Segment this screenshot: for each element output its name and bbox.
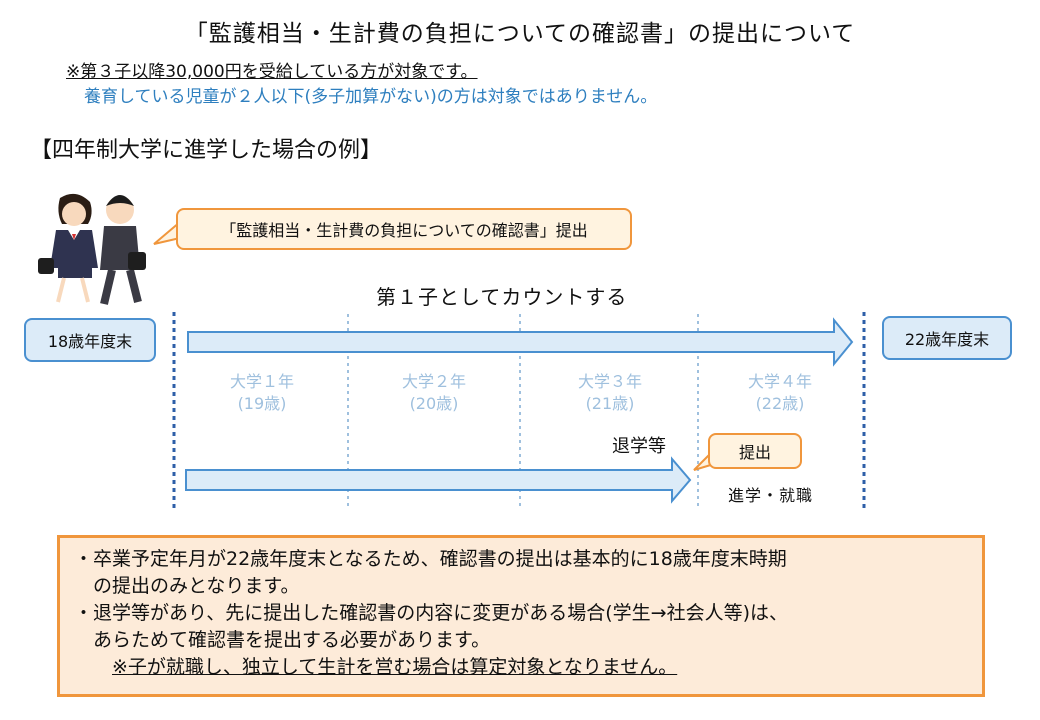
count-arrow xyxy=(187,317,854,367)
year-4: 大学４年(22歳) xyxy=(747,372,812,413)
info-line-1: ・卒業予定年月が22歳年度末となるため、確認書の提出は基本的に18歳年度末時期 xyxy=(74,548,787,570)
info-line-4: あらためて確認書を提出する必要があります。 xyxy=(74,629,491,651)
students-illustration-icon xyxy=(38,193,146,305)
age-22-box: 22歳年度末 xyxy=(882,316,1012,360)
page-title: 「監護相当・生計費の負担についての確認書」の提出について xyxy=(184,21,856,47)
withdrawal-label: 退学等 xyxy=(612,436,666,457)
info-box: ・卒業予定年月が22歳年度末となるため、確認書の提出は基本的に18歳年度末時期 … xyxy=(57,535,985,697)
target-note: ※第３子以降30,000円を受給している方が対象です。 xyxy=(66,62,478,82)
info-line-5: ※子が就職し、独立して生計を営む場合は算定対象となりません。 xyxy=(112,656,678,678)
year-2: 大学２年(20歳) xyxy=(401,372,466,413)
career-label: 進学・就職 xyxy=(728,486,814,505)
age-18-box: 18歳年度末 xyxy=(24,318,156,362)
info-line-2: の提出のみとなります。 xyxy=(74,575,300,597)
callout-pointer xyxy=(153,221,181,245)
submission-callout: 「監護相当・生計費の負担についての確認書」提出 xyxy=(176,208,632,250)
section-heading: 【四年制大学に進学した場合の例】 xyxy=(30,138,383,163)
year-1: 大学１年(19歳) xyxy=(229,372,294,413)
info-line-3: ・退学等があり、先に提出した確認書の内容に変更がある場合(学生→社会人等)は、 xyxy=(74,602,788,624)
count-label: 第１子としてカウントする xyxy=(376,285,628,309)
withdrawal-arrow xyxy=(185,456,692,504)
exclusion-note: 養育している児童が２人以下(多子加算がない)の方は対象ではありません。 xyxy=(84,87,658,107)
submit-callout: 提出 xyxy=(708,433,802,469)
year-3: 大学３年(21歳) xyxy=(577,372,642,413)
